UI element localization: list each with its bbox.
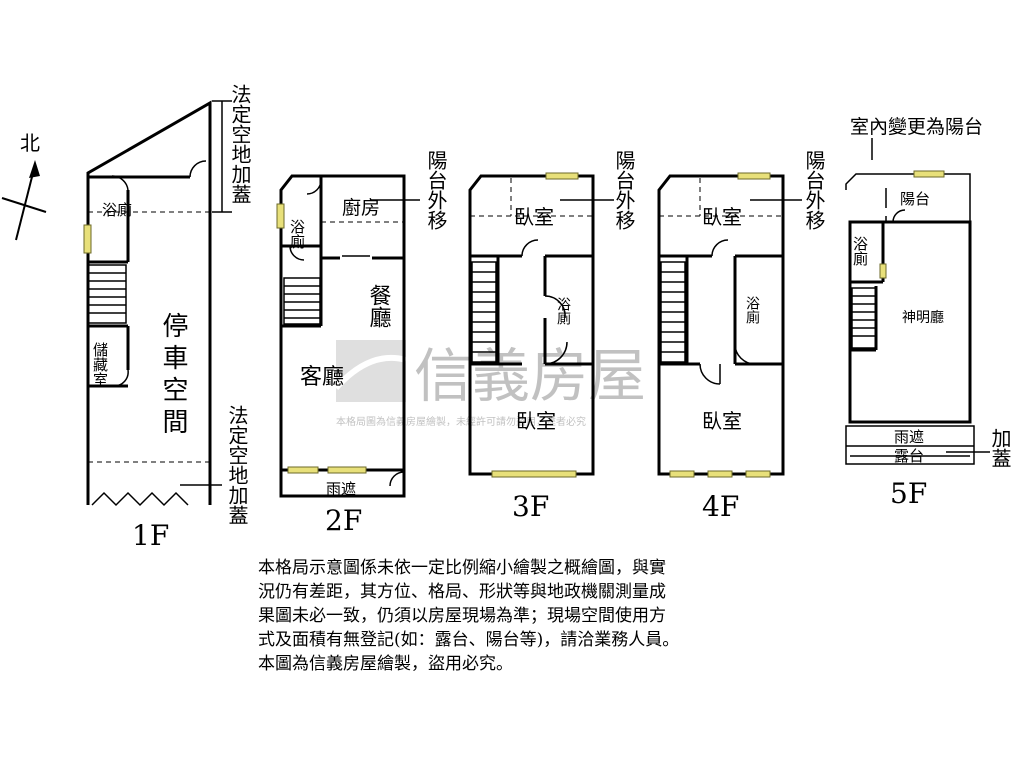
4f-bath-door-icon — [734, 343, 756, 365]
compass-arrow — [15, 164, 36, 241]
1f-top-door-icon — [189, 160, 207, 178]
5f-side-note: 加蓋 — [988, 428, 1012, 468]
watermark: 信義房屋 本格局圖為信義房屋繪製，未經許可請勿盜用，違者必究 — [333, 340, 646, 428]
4f-outline — [657, 174, 785, 476]
1f-label: 1F — [132, 519, 169, 552]
4f-label: 4F — [702, 490, 739, 523]
3f-balcony-note: 陽台外移 — [612, 150, 636, 230]
5f-top-note: 室內變更為陽台 — [850, 116, 983, 138]
2f-bath-door-icon — [306, 179, 322, 195]
2f-awning-label: 雨遮 — [326, 480, 356, 498]
disclaimer-line: 本圖為信義房屋繪製，盜用必究。 — [258, 654, 513, 674]
2f-window-b — [327, 466, 367, 474]
watermark-brand: 信義房屋 — [414, 342, 646, 410]
2f-outline — [279, 174, 406, 498]
5f-terrace-outline — [845, 425, 975, 465]
4f-window-b — [707, 470, 733, 478]
4f-window-c — [745, 470, 771, 478]
4f-balcony-note: 陽台外移 — [802, 150, 826, 230]
3f-staircase — [471, 261, 497, 363]
2f-label: 2F — [325, 504, 362, 537]
4f-front-door-icon — [711, 239, 729, 257]
logo-swoosh — [333, 354, 407, 391]
disclaimer: 本格局示意圖係未依一定比例縮小繪製之概繪圖，與實 況仍有差距，其方位、格局、形狀… — [258, 556, 798, 676]
5f-shrine-label: 神明廳 — [902, 309, 944, 326]
4f-back-door-icon — [699, 363, 721, 385]
1f-parking-label: 停車空間 — [158, 312, 188, 440]
3f-label: 3F — [512, 490, 549, 523]
disclaimer-line: 果圖未必一致，仍須以房屋現場為準；現場空間使用方 — [258, 606, 666, 626]
floor-1f: 浴廁 儲藏室 停車空間 1F 法定空地加蓋 法定空地加蓋 — [83, 84, 252, 552]
3f-bath-door-icon — [544, 295, 566, 319]
1f-bottom-note: 法定空地加蓋 — [225, 405, 249, 525]
5f-bath-label: 浴廁 — [851, 236, 869, 267]
5f-balcony-door-icon — [892, 209, 906, 223]
1f-bath-door-icon — [111, 175, 129, 191]
2f-living-label: 客廳 — [300, 365, 344, 390]
1f-top-note: 法定空地加蓋 — [228, 84, 252, 204]
watermark-notice: 本格局圖為信義房屋繪製，未經許可請勿盜用，違者必究 — [336, 415, 586, 428]
3f-bedroom-back-label: 臥室 — [516, 409, 556, 433]
2f-kitchen-label: 廚房 — [342, 196, 380, 219]
compass-crossbar — [1, 197, 47, 213]
1f-staircase — [87, 264, 127, 324]
4f-window-a — [669, 470, 695, 478]
4f-bedroom-back-label: 臥室 — [702, 409, 742, 433]
4f-window-top — [737, 172, 771, 180]
3f-back-door-icon — [544, 341, 568, 365]
3f-bath-label: 浴廁 — [555, 297, 571, 325]
3f-window-bottom — [491, 470, 577, 478]
disclaimer-line: 式及面積有無登記(如：露台、陽台等)，請洽業務人員。 — [258, 630, 680, 650]
disclaimer-line: 況仍有差距，其方位、格局、形狀等與地政機關測量成 — [258, 582, 666, 602]
2f-dining-label: 餐廳 — [366, 284, 392, 328]
5f-outline — [848, 220, 972, 424]
1f-window — [83, 224, 92, 254]
north-label: 北 — [20, 131, 40, 155]
1f-gate-icon — [91, 491, 189, 507]
5f-bath-window — [879, 263, 887, 279]
2f-stair-door-icon — [289, 245, 305, 261]
4f-bath-label: 浴廁 — [744, 296, 760, 324]
floor-3f: 臥室 浴廁 臥室 3F 陽台外移 — [468, 150, 636, 523]
1f-bath-label-1: 浴廁 — [102, 201, 132, 219]
disclaimer-line: 本格局示意圖係未依一定比例縮小繪製之概繪圖，與實 — [258, 558, 666, 578]
1f-storage-label: 儲藏室 — [91, 342, 109, 387]
3f-outline — [468, 174, 595, 476]
floor-5f: 室內變更為陽台 陽台 浴廁 神明廳 雨遮 露台 5F 加蓋 — [845, 116, 1012, 510]
compass: 北 — [1, 131, 47, 241]
3f-front-door-icon — [521, 239, 539, 257]
2f-window-side — [276, 203, 285, 229]
5f-balcony-label: 陽台 — [900, 190, 930, 208]
3f-window-top — [545, 172, 579, 180]
brand-logo-icon — [336, 340, 406, 402]
arrow-head-icon — [29, 160, 40, 178]
5f-staircase — [851, 287, 877, 349]
2f-window-a — [287, 466, 319, 474]
2f-staircase — [283, 277, 321, 325]
1f-storage-door-icon — [113, 369, 129, 387]
2f-awning-door-icon — [389, 471, 405, 487]
floor-2f: 浴廁 廚房 餐廳 客廳 雨遮 2F 陽台外移 — [276, 150, 448, 537]
2f-bath-label: 浴廁 — [288, 219, 306, 250]
3f-bedroom-front-label: 臥室 — [514, 205, 554, 229]
1f-outline — [86, 100, 212, 505]
5f-label: 5F — [890, 477, 927, 510]
5f-terrace-label: 露台 — [894, 447, 924, 465]
5f-window-top — [913, 170, 945, 178]
4f-staircase — [660, 261, 686, 363]
floor-4f: 臥室 浴廁 臥室 4F 陽台外移 — [657, 150, 826, 523]
2f-balcony-note: 陽台外移 — [424, 150, 448, 230]
4f-bedroom-front-label: 臥室 — [702, 205, 742, 229]
5f-awning-label: 雨遮 — [894, 428, 924, 446]
